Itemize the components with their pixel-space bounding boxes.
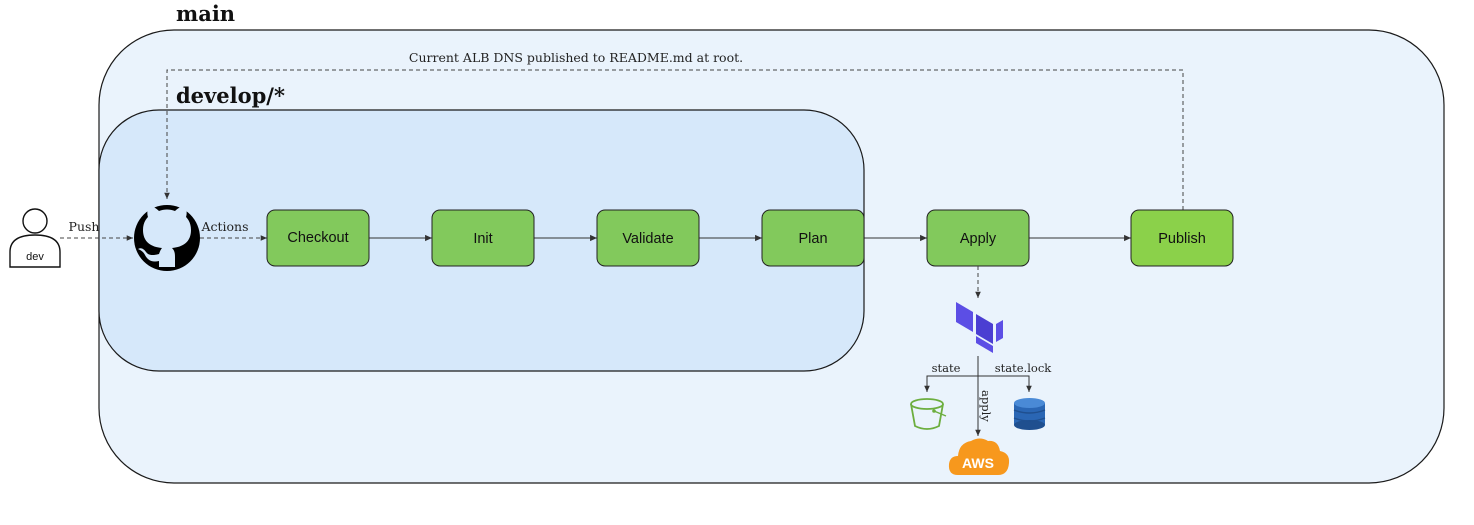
actions-edge-label: Actions (200, 219, 248, 234)
step-apply: Apply (926, 209, 1030, 267)
step-publish-label: Publish (1158, 231, 1206, 247)
push-edge-label: Push (69, 219, 100, 234)
develop-region-label: develop/* (176, 83, 285, 108)
feedback-edge (164, 69, 1184, 210)
step-init: Init (431, 209, 535, 267)
state-lock-edge-label: state.lock (995, 361, 1053, 375)
main-region-label: main (176, 1, 235, 26)
step-checkout: Checkout (266, 209, 370, 267)
step-plan: Plan (761, 209, 865, 267)
dev-head-icon (22, 208, 48, 234)
github-icon (134, 205, 200, 271)
step-checkout-label: Checkout (287, 230, 348, 246)
feedback-edge-label: Current ALB DNS published to README.md a… (409, 50, 743, 65)
step-publish: Publish (1130, 209, 1234, 267)
dev-actor: dev (9, 208, 61, 268)
dev-label: dev (26, 251, 44, 263)
step-validate-label: Validate (622, 231, 673, 247)
dev-body-icon (9, 234, 61, 268)
aws-cloud-icon: AWS (948, 438, 1010, 475)
terraform-icon (956, 302, 1003, 353)
state-edge (924, 356, 979, 392)
step-validate: Validate (596, 209, 700, 267)
step-apply-label: Apply (960, 231, 997, 247)
s3-bucket-icon (910, 398, 947, 430)
apply-edge-label: apply (979, 390, 993, 422)
dynamodb-icon (1013, 398, 1046, 430)
state-edge-label: state (932, 361, 961, 375)
aws-cloud-label: AWS (962, 455, 994, 471)
step-plan-label: Plan (798, 231, 827, 247)
state-lock-edge (978, 375, 1032, 392)
step-init-label: Init (473, 231, 492, 247)
